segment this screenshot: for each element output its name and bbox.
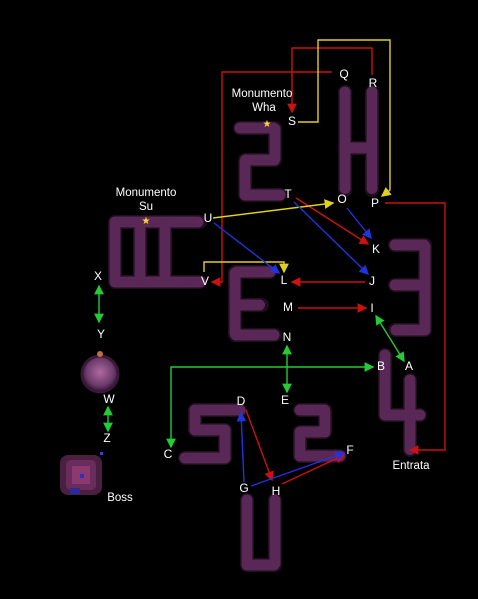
node-g: G [239,481,248,495]
monument-su-line1: Monumento [116,187,177,199]
node-x: X [94,269,102,283]
orb-icon [80,351,120,394]
node-z: Z [103,431,110,445]
node-y: Y [97,327,105,341]
monument-su: ★ Monumento Su [116,187,177,227]
edge-g-d [236,411,247,483]
node-c: C [164,447,173,461]
boss-label: Boss [107,492,133,504]
node-v: V [201,274,209,288]
monument-su-line2: Su [139,201,153,213]
node-n: N [283,330,292,344]
edge-c-b [166,362,375,449]
node-w: W [103,392,115,406]
node-f: F [346,443,353,457]
green-connections [94,284,405,449]
edge-s-p [298,39,392,197]
node-u: U [204,211,213,225]
edge-i-a [375,314,405,363]
edge-t-j [293,201,370,275]
node-q: Q [339,67,348,81]
star-icon: ★ [263,119,272,130]
node-s: S [288,114,296,128]
maze-walls [108,85,432,572]
edge-p-entrance [385,202,446,455]
edge-u-l [213,222,281,274]
edge-d-h [245,409,274,482]
edge-h-f [281,454,346,485]
node-a: A [405,359,413,373]
star-icon: ★ [142,216,151,227]
edge-u-o [212,199,335,219]
edge-o-k [346,207,372,240]
node-t: T [284,187,292,201]
node-labels: Q R S T O P U K V L J X M I Y N B A W E … [94,67,413,498]
node-r: R [369,76,378,90]
node-l: L [281,273,288,287]
monument-wha: ★ Monumento Wha [232,88,293,130]
edge-q-v [210,71,332,287]
edge-r-q [287,47,373,114]
monument-wha-line1: Monumento [232,88,293,100]
node-e: E [281,393,289,407]
node-p: P [371,196,379,210]
node-j: J [369,274,375,288]
boss-sprite-icon [60,452,103,495]
yellow-connections [203,39,392,274]
entrance-label: Entrata [392,460,430,472]
edge-g-f [250,451,346,487]
node-o: O [337,192,346,206]
node-h: H [272,484,281,498]
node-i: I [370,301,373,315]
edge-v-l [203,261,289,274]
monument-wha-line2: Wha [252,102,276,114]
node-k: K [372,242,380,256]
node-d: D [237,394,246,408]
node-b: B [377,359,385,373]
node-m: M [283,300,293,314]
